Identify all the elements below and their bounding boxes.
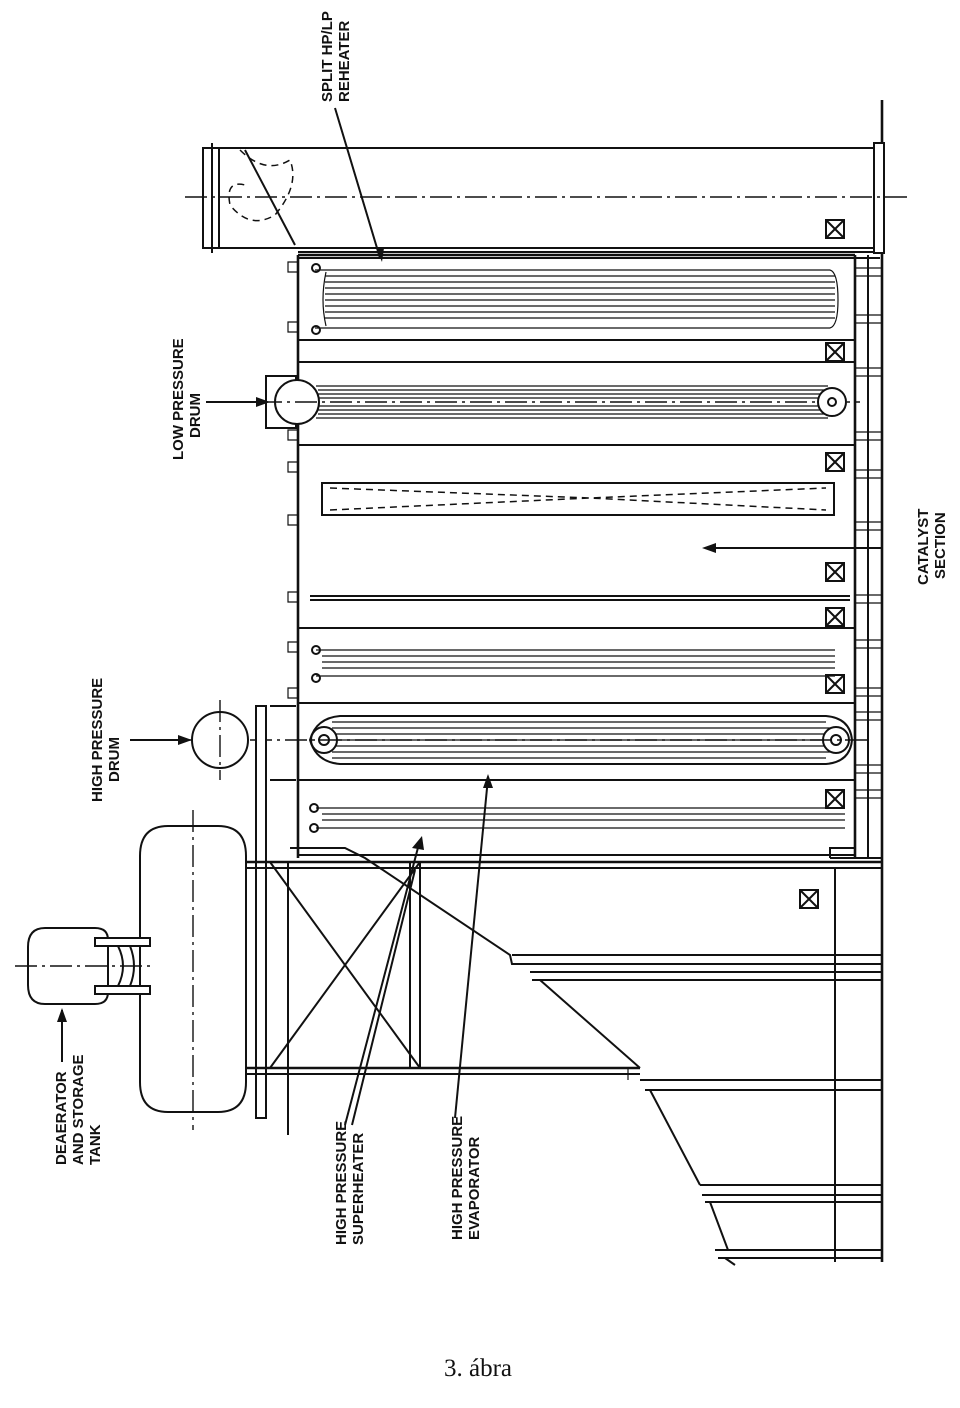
label-deaerator: DEAERATOR AND STORAGE TANK	[53, 1054, 104, 1165]
label-hp-drum-line2: DRUM	[106, 737, 123, 782]
label-reheater-line1: SPLIT HP/LP	[319, 11, 336, 102]
catalyst-module	[310, 482, 850, 601]
reheater-duct	[185, 142, 910, 254]
figure-caption: 3. ábra	[444, 1355, 512, 1382]
label-catalyst-line2: SECTION	[932, 512, 949, 579]
label-hp-evaporator: HIGH PRESSURE EVAPORATOR	[449, 1116, 483, 1240]
label-deaerator-line2: AND STORAGE	[70, 1054, 87, 1165]
label-hp-drum-line1: HIGH PRESSURE	[89, 678, 106, 802]
hp-superheater-bundle	[309, 803, 845, 833]
label-lp-drum-line2: DRUM	[187, 393, 204, 438]
hp-evaporator-bundle	[180, 715, 870, 765]
access-doors	[799, 219, 845, 909]
label-hp-evaporator-line1: HIGH PRESSURE	[449, 1116, 466, 1240]
label-deaerator-line3: TANK	[87, 1124, 104, 1165]
label-lp-drum: LOW PRESSURE DRUM	[170, 338, 204, 460]
label-hp-evaporator-line2: EVAPORATOR	[466, 1136, 483, 1240]
deaerator-tank	[15, 810, 247, 1130]
label-hp-superheater: HIGH PRESSURE SUPERHEATER	[333, 1121, 367, 1245]
label-reheater-line2: REHEATER	[336, 20, 353, 102]
lp-drum	[260, 375, 860, 429]
label-reheater: SPLIT HP/LP REHEATER	[319, 11, 353, 102]
superheater-bundle-upper	[311, 645, 835, 683]
label-hp-superheater-line1: HIGH PRESSURE	[333, 1121, 350, 1245]
hp-drum	[191, 700, 296, 1119]
label-hp-drum: HIGH PRESSURE DRUM	[89, 678, 123, 802]
label-hp-superheater-line2: SUPERHEATER	[350, 1133, 367, 1245]
label-catalyst-line1: CATALYST	[915, 509, 932, 585]
inlet-duct-structure	[218, 847, 882, 1266]
label-leaders	[57, 107, 882, 1126]
label-lp-drum-line1: LOW PRESSURE	[170, 338, 187, 460]
hrsg-casing	[287, 100, 884, 1262]
label-deaerator-line1: DEAERATOR	[53, 1071, 70, 1165]
reheater-tube-bundle	[298, 251, 880, 335]
label-catalyst: CATALYST SECTION	[915, 509, 949, 585]
